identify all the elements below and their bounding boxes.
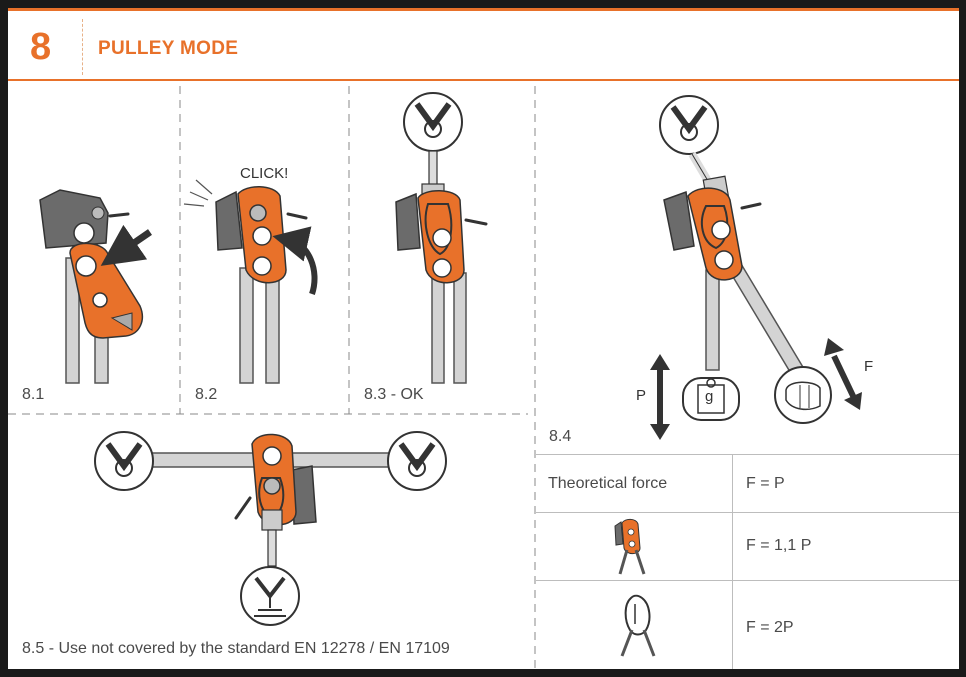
step-label-8-3: 8.3 - OK: [364, 386, 424, 403]
step-label-8-5: 8.5 - Use not covered by the standard EN…: [22, 640, 450, 657]
table-header-row: Theoretical force F = P: [536, 454, 959, 512]
click-callout: CLICK!: [240, 165, 289, 182]
step-8-3-illustration: [395, 92, 488, 384]
section-header: 8 PULLEY MODE: [8, 8, 959, 81]
step-8-2-illustration: [183, 179, 318, 384]
force-f-label: F: [864, 358, 874, 375]
illustrations: [8, 86, 862, 669]
force-value-pulley: F = 1,1 P: [746, 537, 812, 554]
table-row: F = 1,1 P: [536, 512, 959, 580]
header-divider: [82, 19, 83, 75]
panel-dividers: [8, 86, 536, 669]
step-8-4-illustration: [650, 95, 862, 440]
section-title: PULLEY MODE: [98, 38, 239, 59]
force-value-direct: F = P: [746, 475, 785, 492]
table-row: F = 2P: [536, 580, 959, 669]
step-8-1-illustration: [39, 189, 152, 384]
carabiner-icon: [620, 594, 656, 657]
pulley-device-icon: [614, 518, 646, 575]
step-label-8-1: 8.1: [22, 386, 45, 403]
theoretical-force-label: Theoretical force: [548, 475, 668, 492]
force-p-label: P: [636, 387, 647, 404]
theoretical-force-table: Theoretical force F = P F = 1,1 P F = 2P: [536, 454, 959, 669]
click-lines: [183, 179, 213, 207]
step-8-5-illustration: [94, 431, 447, 626]
section-number: 8: [30, 26, 52, 68]
force-value-carabiner: F = 2P: [746, 619, 794, 636]
instruction-page: 8 PULLEY MODE: [8, 8, 959, 669]
step-label-8-2: 8.2: [195, 386, 218, 403]
weight-label: g: [705, 388, 714, 405]
step-label-8-4: 8.4: [549, 428, 572, 445]
